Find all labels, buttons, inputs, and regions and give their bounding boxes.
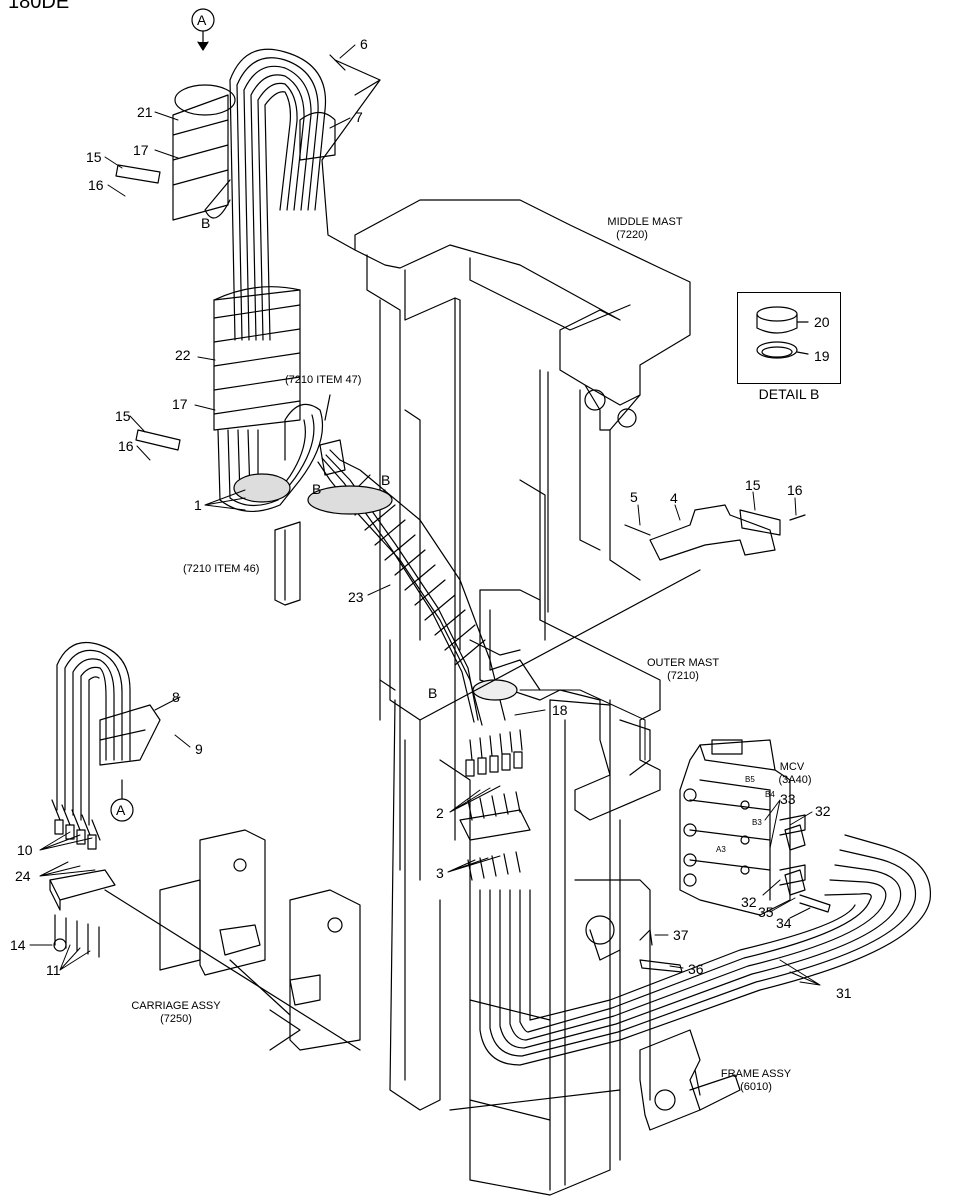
callout-32-upper: 32 [815, 803, 831, 819]
item-47-label: (7210 ITEM 47) [285, 374, 361, 386]
callout-2: 2 [436, 805, 444, 821]
leader-lines [29, 44, 821, 986]
callout-35: 35 [758, 904, 774, 920]
callout-36: 36 [688, 961, 704, 977]
callout-18: 18 [552, 702, 568, 718]
marker-b-right: B [381, 472, 390, 488]
callout-4: 4 [670, 490, 678, 506]
callout-8: 8 [172, 689, 180, 705]
item-46-label: (7210 ITEM 46) [183, 563, 259, 575]
callout-22: 22 [175, 347, 191, 363]
outer-mast-frame [379, 589, 661, 1196]
middle-mast-name: MIDDLE MAST [607, 216, 682, 228]
frame-assy-code: (6010) [740, 1081, 772, 1093]
callout-32-lower: 32 [741, 894, 757, 910]
callout-10: 10 [17, 842, 33, 858]
frame-assembly-bracket [639, 1029, 741, 1131]
callout-20: 20 [814, 314, 830, 330]
callout-16-bracket: 16 [787, 482, 803, 498]
view-markers [110, 8, 215, 822]
callout-15-lower: 15 [115, 408, 131, 424]
callout-23: 23 [348, 589, 364, 605]
callout-15-upper: 15 [86, 149, 102, 165]
mcv-code: (3A40) [778, 774, 811, 786]
callout-17-lower: 17 [172, 396, 188, 412]
middle-mast-frame [354, 199, 691, 871]
marker-a-top: A [197, 12, 207, 28]
port-label-b3: B3 [752, 818, 762, 827]
marker-b-upper: B [201, 215, 210, 231]
item-46-bracket [274, 521, 301, 606]
callout-11: 11 [46, 962, 61, 978]
callout-24: 24 [15, 868, 31, 884]
marker-a-bottom: A [116, 802, 126, 818]
callout-14: 14 [10, 937, 26, 953]
detail-b-parts [756, 306, 809, 359]
frame-assy-name: FRAME ASSY [721, 1068, 792, 1080]
lower-hose-run-to-mcv [459, 729, 931, 1066]
carriage-assy-code: (7250) [160, 1013, 192, 1025]
marker-b-middle: B [312, 481, 321, 497]
upper-hose-loop [115, 48, 327, 513]
top-clamp [299, 54, 381, 251]
callout-34: 34 [776, 915, 792, 931]
carriage-assy-name: CARRIAGE ASSY [131, 1000, 221, 1012]
callout-21: 21 [137, 104, 153, 120]
outer-mast-code: (7210) [667, 670, 699, 682]
diagonal-hose-bundle [307, 394, 518, 726]
mcv-name: MCV [780, 761, 805, 773]
marker-b-lower: B [428, 685, 437, 701]
diagram-heading: 180DE [8, 0, 70, 13]
callout-16-lower: 16 [118, 438, 134, 454]
port-label-a3: A3 [716, 845, 726, 854]
callout-33: 33 [780, 791, 796, 807]
callout-6: 6 [360, 36, 368, 52]
callout-16-upper: 16 [88, 177, 104, 193]
mcv-fittings [639, 824, 831, 973]
callout-17-upper: 17 [133, 142, 149, 158]
callout-37: 37 [673, 927, 689, 943]
hose-clamp-bracket [419, 504, 806, 721]
callout-19: 19 [814, 348, 830, 364]
callout-3: 3 [436, 865, 444, 881]
port-label-b4: B4 [765, 790, 775, 799]
detail-b-frame [737, 292, 841, 384]
middle-mast-code: (7220) [616, 229, 648, 241]
lower-left-hose-loop [49, 641, 361, 1051]
detail-b-title: DETAIL B [758, 386, 820, 402]
mcv-valve-block: B5 B4 B3 A3 [679, 739, 806, 916]
callout-1: 1 [194, 497, 202, 513]
callout-15-bracket: 15 [745, 477, 761, 493]
diagram-labels: A A B B B B 6 7 21 17 15 16 22 17 15 16 … [10, 12, 852, 1093]
port-label-b5: B5 [745, 775, 755, 784]
callout-31: 31 [836, 985, 852, 1001]
callout-7: 7 [355, 109, 363, 125]
callout-9: 9 [195, 741, 203, 757]
outer-mast-name: OUTER MAST [647, 657, 719, 669]
callout-5: 5 [630, 489, 638, 505]
